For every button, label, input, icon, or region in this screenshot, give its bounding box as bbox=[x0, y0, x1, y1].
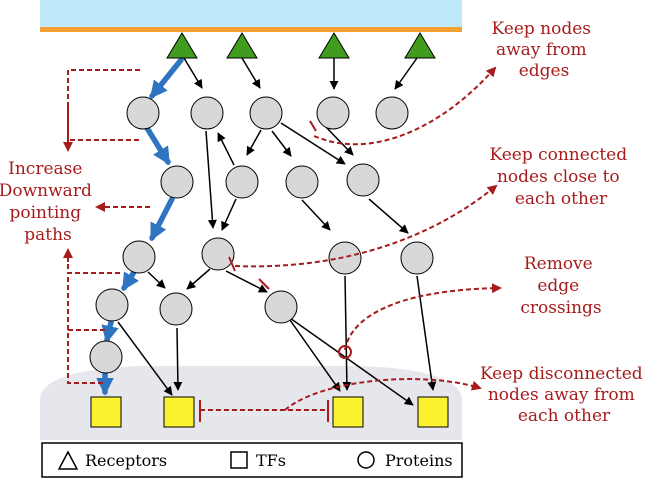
annotation-markers bbox=[63, 66, 502, 411]
proteins bbox=[89, 96, 434, 374]
protein-node bbox=[225, 165, 259, 199]
crossing-curve bbox=[344, 283, 502, 351]
protein-node bbox=[346, 163, 380, 197]
legend-proteins-label: Proteins bbox=[385, 451, 453, 470]
disconnected-curve bbox=[284, 378, 482, 411]
protein-node bbox=[400, 241, 434, 275]
edge bbox=[280, 122, 346, 165]
annotation-increase-downward: Increase Downward pointing paths bbox=[0, 159, 97, 245]
edge bbox=[217, 132, 235, 166]
protein-node bbox=[328, 241, 362, 275]
edge bbox=[301, 199, 331, 231]
edge bbox=[271, 130, 292, 157]
annotation-ticks bbox=[199, 120, 352, 422]
edge bbox=[394, 57, 418, 90]
path-edge bbox=[144, 125, 171, 165]
path-edge bbox=[149, 57, 184, 99]
protein-node bbox=[285, 165, 319, 199]
downward-bracket bbox=[67, 250, 120, 274]
annotation-keep-away-edges: Keep nodes away from edges bbox=[492, 19, 597, 81]
downward-path bbox=[96, 57, 184, 396]
receptors bbox=[166, 32, 436, 59]
connected-distance-curve bbox=[234, 184, 498, 268]
transcription-factors bbox=[90, 396, 449, 428]
receptor-node bbox=[404, 32, 436, 59]
path-edge bbox=[121, 269, 139, 291]
protein-node bbox=[159, 292, 193, 326]
protein-node bbox=[89, 340, 123, 374]
circle-icon bbox=[357, 451, 375, 469]
edge bbox=[289, 319, 341, 392]
annotation-keep-connected: Keep connected nodes close to each other bbox=[489, 145, 632, 209]
annotation-keep-disconnected: Keep disconnected nodes away from each o… bbox=[480, 364, 648, 426]
annotation-remove-crossings: Remove edge crossings bbox=[520, 254, 601, 318]
path-edge bbox=[149, 196, 175, 242]
protein-node bbox=[126, 96, 160, 130]
receptor-node bbox=[318, 32, 350, 59]
cell-membrane bbox=[40, 0, 462, 27]
protein-node bbox=[316, 96, 350, 130]
edge bbox=[241, 57, 261, 89]
edge bbox=[225, 270, 268, 293]
tick bbox=[228, 256, 236, 272]
legend-tfs-label: TFs bbox=[256, 451, 286, 470]
square-icon bbox=[230, 451, 248, 469]
edge bbox=[221, 198, 237, 231]
triangle-icon bbox=[57, 450, 79, 470]
edge bbox=[205, 130, 217, 229]
membrane-boundary-line bbox=[40, 27, 462, 32]
protein-node bbox=[190, 96, 224, 130]
receptor-node bbox=[226, 32, 258, 59]
edge bbox=[323, 124, 354, 156]
protein-node bbox=[375, 96, 409, 130]
tick bbox=[309, 120, 317, 132]
edge-distance-curve bbox=[313, 66, 497, 146]
network-edges bbox=[117, 57, 437, 406]
tf-node bbox=[90, 396, 122, 428]
protein-node bbox=[201, 237, 235, 271]
protein-node bbox=[264, 290, 298, 324]
protein-node bbox=[160, 165, 194, 199]
tick bbox=[258, 278, 270, 290]
path-edge bbox=[101, 319, 119, 344]
protein-node bbox=[249, 96, 283, 130]
edge bbox=[147, 271, 166, 289]
legend: Receptors TFs Proteins bbox=[41, 442, 463, 478]
edge bbox=[368, 198, 409, 234]
edge bbox=[173, 327, 183, 391]
downward-bracket bbox=[67, 272, 120, 384]
edge bbox=[117, 321, 173, 396]
tf-node bbox=[417, 396, 449, 428]
receptor-node bbox=[166, 32, 198, 59]
protein-node bbox=[122, 240, 156, 274]
edge bbox=[186, 268, 211, 290]
crossing-marker-icon bbox=[338, 345, 352, 359]
legend-receptors-label: Receptors bbox=[85, 451, 167, 470]
tf-node bbox=[163, 396, 195, 428]
edge bbox=[246, 129, 262, 156]
protein-node bbox=[95, 288, 129, 322]
edge bbox=[416, 275, 437, 391]
edge bbox=[342, 275, 352, 391]
legend-box bbox=[41, 442, 463, 478]
tf-node bbox=[332, 396, 364, 428]
edge bbox=[183, 57, 203, 89]
